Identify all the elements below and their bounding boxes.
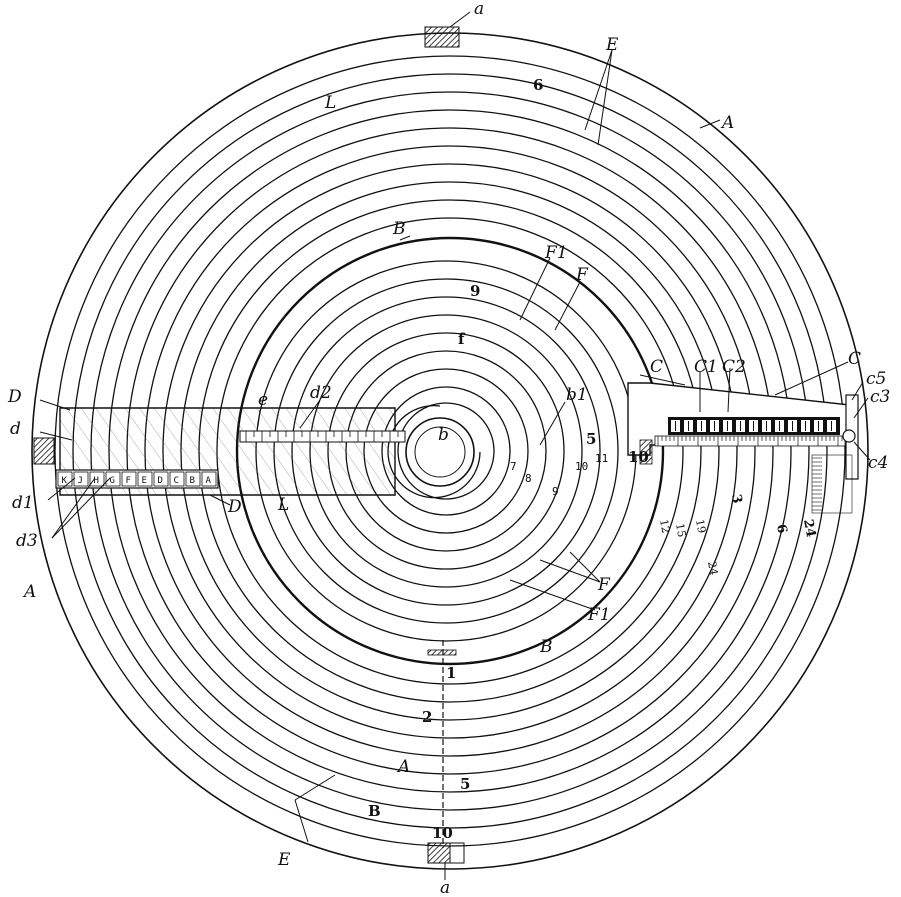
- center-hub-inner: [414, 426, 466, 478]
- label-a-bottom: a: [440, 878, 450, 897]
- slider-letter: J: [78, 476, 83, 486]
- arm-scale-number: 12: [657, 518, 672, 534]
- slider-letter: B: [190, 476, 195, 486]
- arm-ticks: [657, 436, 843, 446]
- arm-big-number: 24: [800, 518, 818, 538]
- arm-big-numbers: 3 6 24: [728, 493, 818, 538]
- label-F1-bottom: F1: [587, 605, 611, 625]
- inner-scale-numbers: 78 9 10 11: [510, 452, 608, 498]
- ring-number-right-10: 10: [628, 448, 649, 466]
- label-b1: b1: [566, 385, 588, 405]
- label-E-top: E: [605, 35, 619, 55]
- ring-number-bottom-1: 1: [446, 664, 456, 682]
- label-D-bottom: D: [227, 497, 242, 517]
- slider-letter: G: [110, 476, 115, 486]
- ring-number-bottom-2: 2: [422, 708, 432, 726]
- inner-scale-number: 10: [575, 460, 588, 473]
- ring-letter-bottom-B: B: [368, 802, 381, 820]
- slider-letter-cell: [105, 471, 121, 487]
- slider-letter: C: [174, 476, 179, 486]
- slider-letter: F: [126, 476, 131, 486]
- inner-scale-number: 9: [552, 485, 559, 498]
- ring-number-bottom-5: 5: [460, 775, 470, 793]
- label-C-arm: C: [650, 357, 663, 377]
- label-c5: c5: [866, 369, 886, 389]
- ring-letter-bottom-A: A: [396, 757, 410, 777]
- ring-number-top-6: 6: [533, 76, 543, 94]
- slider-letter: D: [158, 476, 163, 486]
- label-E-bottom: E: [277, 850, 291, 870]
- label-L-slide: L: [277, 495, 289, 515]
- label-d3: d3: [16, 531, 38, 551]
- slider-letter: E: [142, 476, 147, 486]
- index-plate: [427, 649, 457, 656]
- ring-number-right-5: 5: [586, 430, 596, 448]
- label-e: e: [258, 390, 268, 410]
- ring-number-inner-9: 9: [470, 282, 480, 300]
- label-F1-top: F1: [544, 243, 568, 263]
- label-A-right: A: [720, 113, 734, 133]
- label-d: d: [10, 419, 21, 439]
- arm-scale-number: 24: [705, 560, 720, 576]
- inner-ring: [397, 402, 495, 500]
- inner-scale-number: 7: [510, 460, 517, 473]
- marker-a-top: [424, 26, 460, 48]
- label-L-top: L: [324, 93, 336, 113]
- slider-letter-cell: [89, 471, 105, 487]
- arm-scale-number: 15: [673, 522, 688, 538]
- slide-scale-marks: [245, 431, 399, 442]
- label-F-bottom: F: [597, 575, 611, 595]
- inner-scale-number: 8: [525, 472, 532, 485]
- marker-a-bottom-frame: [427, 842, 465, 864]
- label-C-right: C: [848, 349, 861, 369]
- slider-letter: K: [62, 476, 68, 486]
- label-d1: d1: [12, 493, 34, 513]
- slider-letter-cell: [153, 471, 169, 487]
- label-c3: c3: [870, 387, 890, 407]
- label-d2: d2: [310, 383, 332, 403]
- label-c4: c4: [868, 453, 888, 473]
- slider-letter-cell: [169, 471, 185, 487]
- label-b: b: [438, 425, 449, 445]
- arm-scale-cells: [671, 420, 836, 432]
- slider-letter: A: [206, 476, 212, 486]
- label-A-left: A: [22, 582, 36, 602]
- label-C2: C2: [722, 357, 746, 377]
- arm-right-ticks: [812, 457, 822, 511]
- slider-letter-cell: [185, 471, 201, 487]
- slider-letter-cell: [121, 471, 137, 487]
- center-hub: [405, 417, 475, 487]
- slider-letter-cell: [137, 471, 153, 487]
- leader-lines: [39, 11, 871, 880]
- inner-scale-number: 11: [595, 452, 608, 465]
- arm-big-number: 3: [728, 493, 744, 505]
- label-C1: C1: [694, 357, 718, 377]
- label-B-bottom: B: [539, 637, 553, 657]
- left-block: [33, 437, 55, 465]
- spiral-scale-arc: [387, 404, 481, 499]
- slider-letter: H: [94, 476, 99, 486]
- arm-big-number: 6: [773, 523, 789, 535]
- arm-scale-number: 19: [693, 518, 708, 534]
- label-D-top: D: [7, 387, 22, 407]
- arm-foot: [639, 439, 653, 465]
- ring-number-inner-f: f: [458, 330, 466, 348]
- arm-pivot: [842, 429, 856, 443]
- label-a-top: a: [474, 0, 484, 19]
- arm-right-tickbar: [811, 454, 853, 514]
- ring-number-bottom-10: 10: [432, 824, 453, 842]
- label-B-top: B: [392, 219, 406, 239]
- slider-letter-cell: [201, 471, 217, 487]
- label-F-top: F: [575, 265, 589, 285]
